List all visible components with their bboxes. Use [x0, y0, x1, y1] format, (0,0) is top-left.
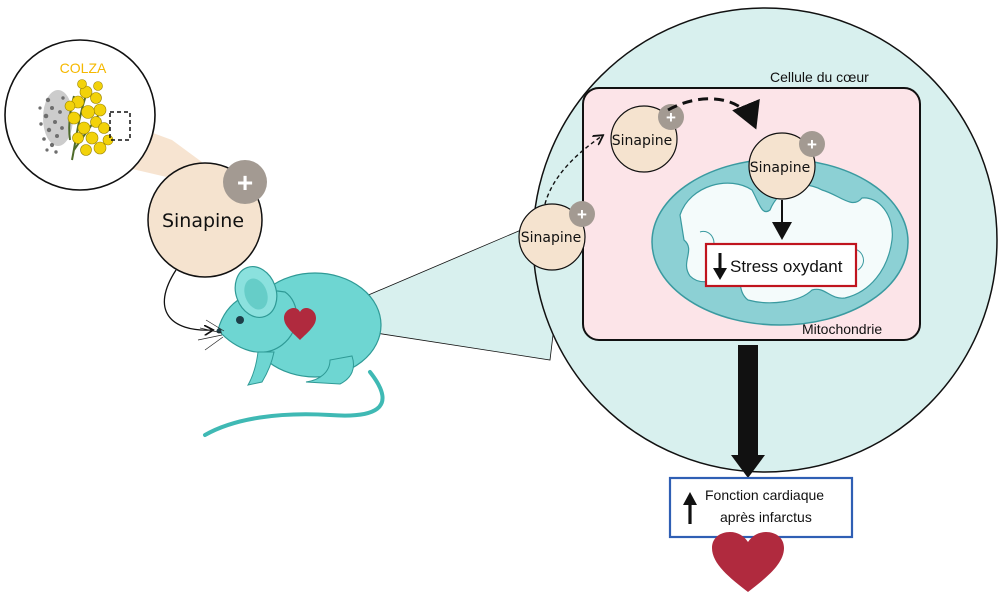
mouse-illustration	[197, 266, 385, 437]
thick-arrow-shaft	[738, 345, 758, 457]
mouse-hind-leg	[305, 355, 354, 385]
sinapine-mitochondria-label: Sinapine	[750, 160, 811, 176]
outcome-line-1: Fonction cardiaque	[705, 487, 824, 503]
colza-zoom-box	[109, 111, 131, 141]
mouse-front-leg	[247, 351, 275, 386]
arrow-sinapine-to-mouse	[163, 269, 212, 330]
mitochondria-label: Mitochondrie	[802, 321, 882, 337]
sinapine-cytoplasm-label: Sinapine	[612, 133, 673, 149]
sinapine-outside-label: Sinapine	[521, 230, 582, 246]
arrow-entry-cell	[544, 136, 602, 205]
sinapine-molecule-cytoplasm: Sinapine +	[610, 104, 684, 173]
outcome-line-2: après infarctus	[720, 509, 812, 525]
outcome-box: Fonction cardiaque après infarctus	[668, 476, 854, 539]
mouse-tail	[203, 370, 385, 437]
charge-badge-large	[223, 160, 267, 204]
stress-box: Stress oxydant	[704, 242, 858, 288]
colza-inset: COLZA	[4, 39, 156, 191]
colza-label: COLZA	[60, 60, 107, 76]
mouse-eye	[236, 316, 244, 324]
charge-symbol-cytoplasm: +	[666, 108, 676, 127]
sinapine-molecule-outside: Sinapine +	[518, 201, 595, 271]
sinapine-large-label: Sinapine	[162, 210, 244, 232]
arrow-entry-mitochondria	[667, 97, 760, 130]
sinapine-molecule-large: Sinapine +	[147, 160, 267, 278]
mouse-whiskers	[197, 319, 225, 351]
charge-symbol-mitochondria: +	[807, 135, 817, 154]
sinapine-molecule-mitochondria: Sinapine +	[748, 131, 825, 200]
thick-arrow-head	[731, 455, 765, 478]
colza-flowers	[64, 79, 114, 156]
charge-symbol-outside: +	[577, 205, 587, 224]
heart-icon	[712, 532, 784, 592]
charge-symbol-large: +	[237, 167, 253, 198]
mouse-heart-icon	[284, 308, 316, 340]
stress-label: Stress oxydant	[730, 257, 843, 276]
cell-label: Cellule du cœur	[770, 69, 869, 85]
